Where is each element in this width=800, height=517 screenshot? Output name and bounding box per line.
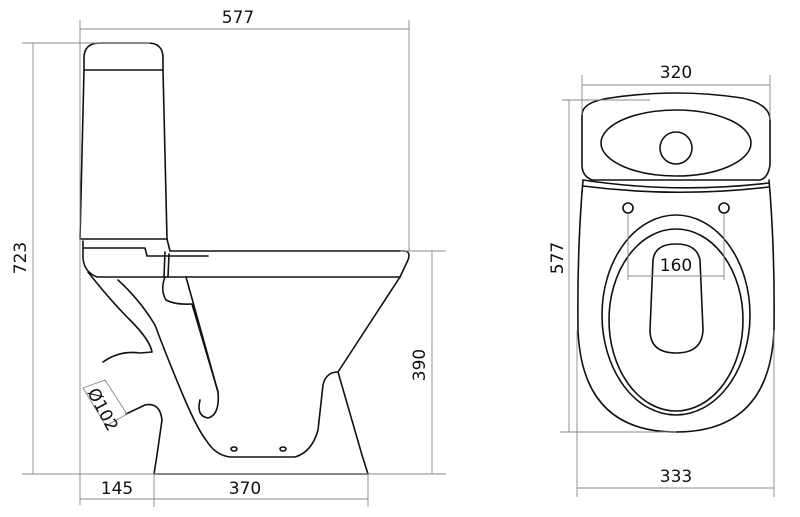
side-view-outline [79, 42, 410, 475]
drain-opening [649, 243, 704, 354]
seat-inner [608, 228, 744, 412]
dimension-lines-top [560, 75, 775, 497]
dim-tank-width: 320 [660, 63, 692, 83]
dim-overall-length: 577 [548, 242, 568, 274]
top-view: 320 577 333 160 [548, 63, 775, 497]
dim-bolt-spacing: 160 [660, 256, 692, 276]
dim-base-length: 370 [229, 479, 261, 499]
dimension-lines-side [22, 20, 446, 507]
seat-outer [601, 214, 751, 416]
side-view: Ø102 577 723 390 145 370 [11, 8, 446, 507]
dim-bowl-width: 333 [660, 467, 692, 487]
dim-bowl-height: 390 [410, 349, 430, 381]
dim-overall-width: 577 [222, 8, 254, 28]
dim-overall-height: 723 [11, 242, 31, 274]
dim-outlet-offset: 145 [101, 479, 133, 499]
outlet-diameter-label: Ø102 [83, 385, 122, 435]
outlet-diameter-marker [82, 379, 128, 427]
